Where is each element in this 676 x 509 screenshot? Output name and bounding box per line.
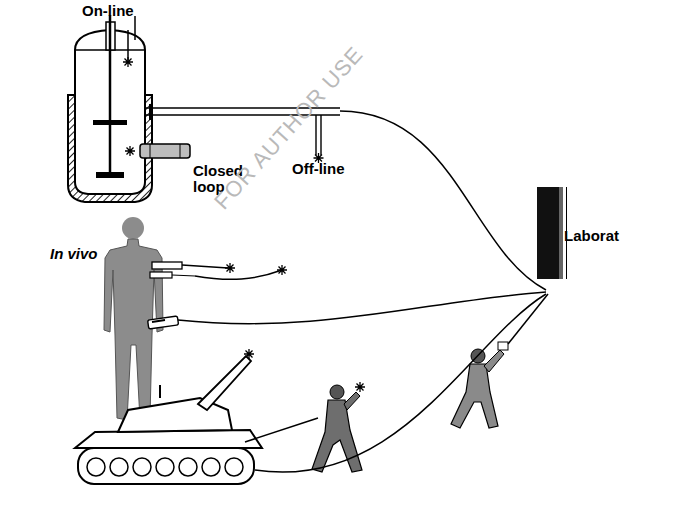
tank xyxy=(87,458,105,476)
tank xyxy=(202,458,220,476)
tank xyxy=(75,349,262,484)
human-figure xyxy=(152,262,182,269)
bioreactor xyxy=(134,16,136,40)
tank xyxy=(156,458,174,476)
sample-path xyxy=(255,294,546,472)
sample-path xyxy=(340,111,546,290)
sample-path xyxy=(195,270,282,279)
laboratory-door: Laborat xyxy=(537,187,563,279)
tank xyxy=(110,458,128,476)
tank xyxy=(244,349,254,359)
bioreactor xyxy=(149,104,151,120)
soldier xyxy=(498,342,508,350)
bioreactor xyxy=(140,144,190,158)
sample-path xyxy=(178,292,546,324)
tank xyxy=(78,448,254,484)
human-figure xyxy=(182,265,228,268)
tank xyxy=(159,385,161,398)
human-figure xyxy=(122,217,144,239)
bioreactor xyxy=(316,115,321,155)
human-figure xyxy=(225,263,235,273)
human-figure xyxy=(152,320,165,322)
human-figure xyxy=(172,275,195,276)
soldier xyxy=(451,364,498,428)
human-figure xyxy=(150,272,172,278)
bioreactor xyxy=(150,144,151,158)
node-label: Laborat xyxy=(564,227,619,244)
bioreactor xyxy=(123,57,133,67)
soldier xyxy=(330,385,344,399)
part-label: In vivo xyxy=(50,246,98,262)
tank xyxy=(198,356,251,410)
sample-path xyxy=(277,265,287,275)
bioreactor xyxy=(125,146,135,156)
tank xyxy=(118,398,232,432)
tank xyxy=(75,430,262,448)
sample-path xyxy=(178,111,548,472)
tank xyxy=(87,458,243,476)
bioreactor xyxy=(93,120,127,125)
soldier xyxy=(484,350,504,372)
soldier xyxy=(312,400,362,472)
soldier xyxy=(355,382,365,392)
sample-path xyxy=(508,294,548,344)
soldier xyxy=(344,392,360,410)
part-label: On-line xyxy=(82,3,134,19)
tank xyxy=(133,458,151,476)
bioreactor xyxy=(180,144,181,158)
tank xyxy=(225,458,243,476)
bioreactor xyxy=(96,172,124,178)
bioreactor xyxy=(109,15,112,178)
human-figure xyxy=(148,316,179,329)
tank xyxy=(179,458,197,476)
sample-path xyxy=(245,418,318,442)
soldier xyxy=(312,382,365,472)
part-label: Off-line xyxy=(292,161,345,177)
watermark: FOR AUTHOR USE xyxy=(210,42,367,213)
bioreactor xyxy=(127,30,129,60)
